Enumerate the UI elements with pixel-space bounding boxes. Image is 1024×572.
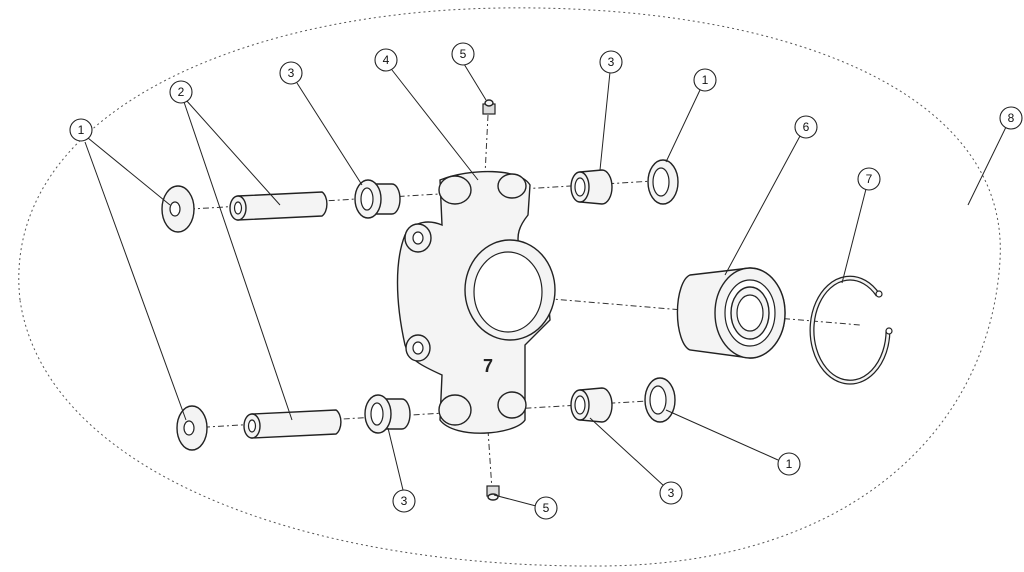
bushing-bottom-left xyxy=(364,394,411,434)
bushing-bottom-right xyxy=(570,387,613,423)
svg-text:5: 5 xyxy=(460,47,467,61)
callout-8: 8 xyxy=(999,106,1023,130)
callout-3: 3 xyxy=(599,50,623,74)
hub-housing: 7 xyxy=(396,170,556,434)
washer-top-right xyxy=(647,159,679,205)
callout-6: 6 xyxy=(794,115,818,139)
callout-5: 5 xyxy=(451,42,475,66)
callout-4: 4 xyxy=(374,48,398,72)
svg-text:4: 4 xyxy=(383,53,390,67)
circlip xyxy=(809,275,893,385)
svg-text:3: 3 xyxy=(401,494,408,508)
pin-top xyxy=(229,191,328,221)
svg-text:1: 1 xyxy=(702,73,709,87)
callout-1: 1 xyxy=(693,68,717,92)
pin-bottom xyxy=(243,409,342,439)
bushing-top-left xyxy=(354,179,401,219)
grease-fitting-top xyxy=(482,99,496,115)
callout-3: 3 xyxy=(392,489,416,513)
bearing xyxy=(676,267,786,359)
leader-lines xyxy=(84,63,1007,507)
assembly-boundary-outline xyxy=(18,7,1001,567)
svg-text:3: 3 xyxy=(668,486,675,500)
callout-3: 3 xyxy=(659,481,683,505)
svg-text:3: 3 xyxy=(288,66,295,80)
washer-top-left xyxy=(161,185,195,233)
svg-text:5: 5 xyxy=(543,501,550,515)
svg-text:1: 1 xyxy=(78,123,85,137)
svg-text:7: 7 xyxy=(866,172,873,186)
svg-text:2: 2 xyxy=(178,85,185,99)
svg-text:6: 6 xyxy=(803,120,810,134)
callout-1: 1 xyxy=(777,452,801,476)
washer-bottom-right xyxy=(644,377,676,423)
callout-7: 7 xyxy=(857,167,881,191)
callout-3: 3 xyxy=(279,61,303,85)
hub-logo-mark: 7 xyxy=(483,356,493,376)
svg-text:1: 1 xyxy=(786,457,793,471)
washer-bottom-left xyxy=(176,405,208,451)
grease-fitting-bottom xyxy=(486,485,500,501)
callout-5: 5 xyxy=(534,496,558,520)
bushing-top-right xyxy=(570,169,613,205)
callout-1: 1 xyxy=(69,118,93,142)
svg-text:3: 3 xyxy=(608,55,615,69)
svg-text:8: 8 xyxy=(1008,111,1015,125)
callout-2: 2 xyxy=(169,80,193,104)
